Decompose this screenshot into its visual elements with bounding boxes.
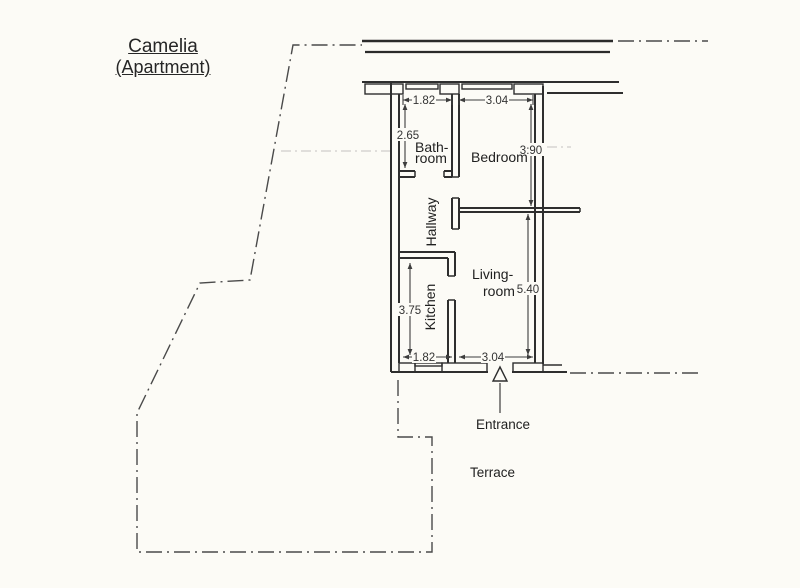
top-wall-pier (513, 83, 544, 95)
top-wall-pier (364, 83, 404, 95)
plan-title-type: (Apartment) (115, 57, 211, 77)
room-label-livingroom-line1: Living- (472, 266, 514, 282)
bathroom-window (405, 83, 439, 90)
dimension-label-backgrounds (396, 93, 544, 363)
entrance-label: Entrance (476, 417, 530, 432)
dimension-top-bedroom-width: 3.04 (486, 95, 509, 107)
dimension-top-bath-width: 1.82 (413, 95, 435, 107)
bottom-wall-pier (441, 362, 488, 373)
dimension-bottom-kitchen-width: 1.82 (413, 352, 435, 364)
room-label-bathroom-line1: Bath- (415, 139, 449, 155)
room-label-livingroom-line2: room (483, 283, 515, 299)
dimension-kitchen-depth: 3.75 (399, 305, 421, 317)
property-boundary-line (136, 40, 708, 553)
plan-title-name: Camelia (128, 36, 198, 57)
room-label-bathroom-line2: room (415, 150, 447, 166)
room-label-bedroom: Bedroom (471, 149, 528, 165)
apartment-exterior-walls (362, 81, 623, 373)
main-building-wall (362, 39, 613, 54)
interior-walls (399, 94, 581, 363)
entrance-arrow (491, 365, 509, 413)
plan-title: Camelia (Apartment) (103, 36, 223, 78)
room-label-kitchen: Kitchen (422, 284, 438, 331)
terrace-label: Terrace (470, 465, 515, 480)
room-label-hallway: Hallway (423, 197, 439, 246)
bottom-wall-pier (512, 362, 544, 373)
dimension-bottom-living-width: 3.04 (482, 352, 505, 364)
top-wall-pier (439, 83, 460, 95)
dimension-arrowheads (402, 97, 534, 360)
dimension-bedroom-depth: 3:90 (520, 145, 542, 157)
bedroom-window (461, 83, 513, 90)
faint-boundary-crossing (281, 146, 571, 152)
dimension-bath-depth: 2.65 (397, 130, 419, 142)
dimension-livingroom-depth: 5.40 (517, 284, 539, 296)
bottom-wall-pier (398, 362, 416, 373)
wall-piers-and-windows (364, 83, 544, 373)
